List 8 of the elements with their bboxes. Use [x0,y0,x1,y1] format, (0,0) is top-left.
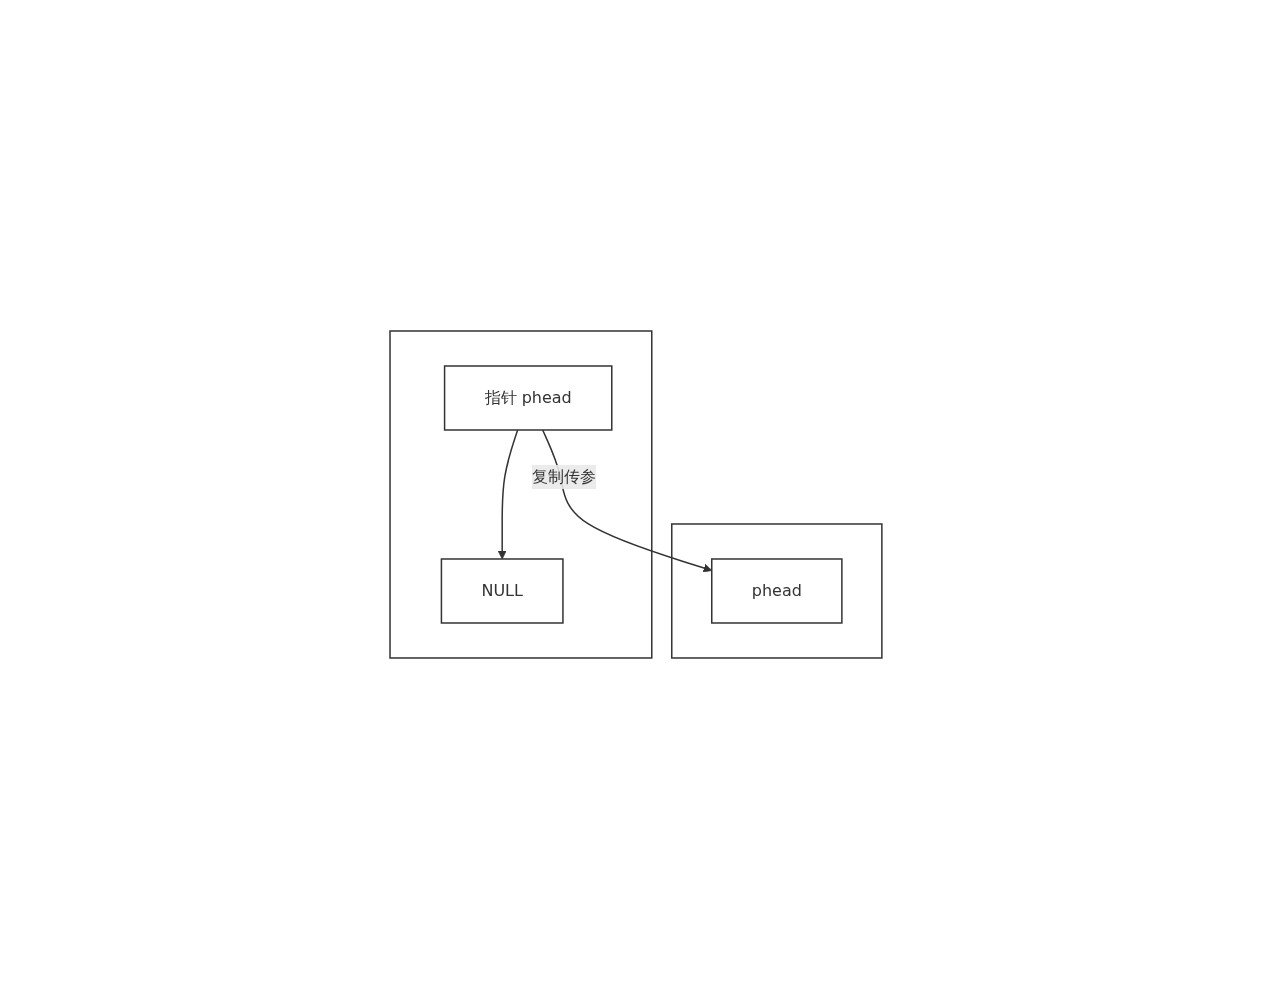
node-box: 指针 phead [443,365,613,431]
cluster [670,523,883,659]
node-box: phead [710,558,843,624]
arrow [497,429,518,560]
arrow [541,429,712,573]
cluster [388,330,653,659]
edge-label: 复制传参 [531,466,596,486]
node-box: NULL [440,558,564,624]
